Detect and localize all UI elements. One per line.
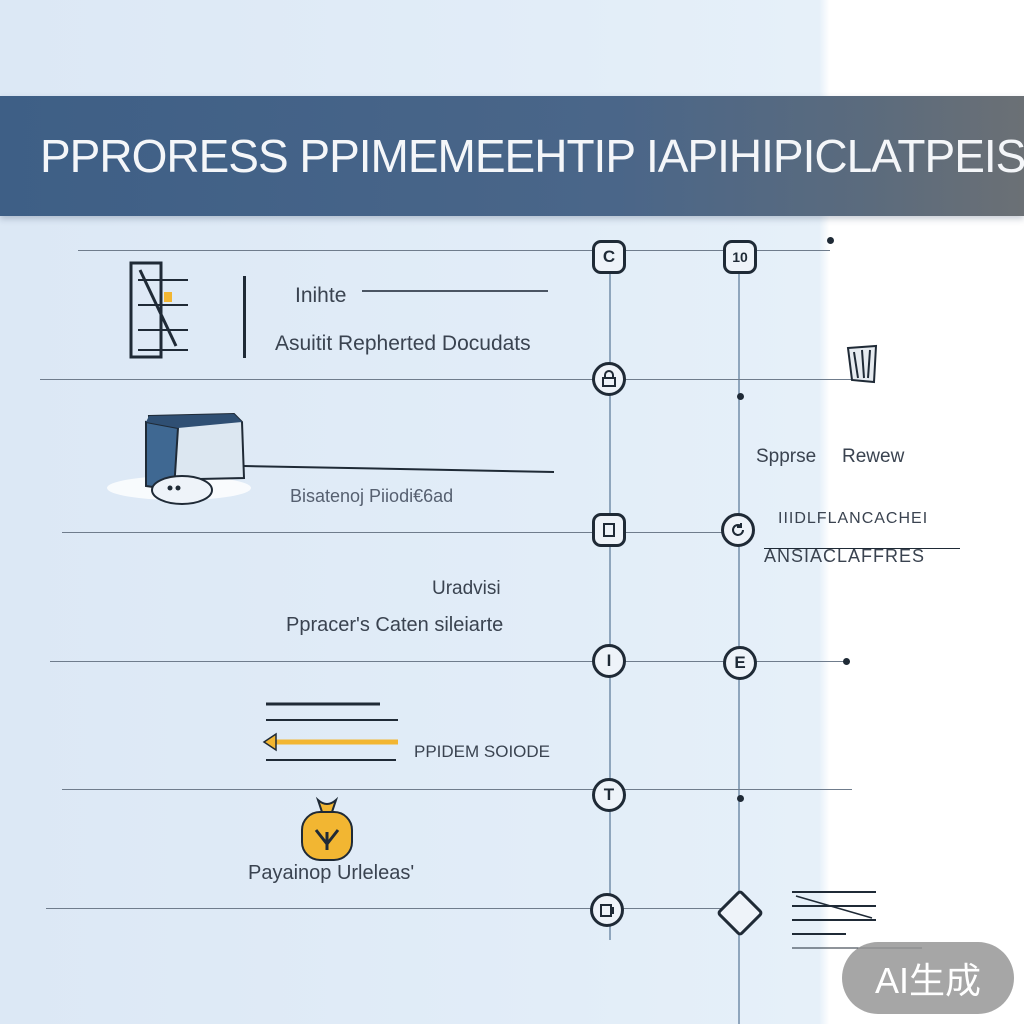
timeline-node-mug[interactable] [590,893,624,927]
row-divider-3 [62,532,722,533]
step3-right-underline [764,548,960,549]
step2-title: Bisatenoj Piiodi€6ad [290,486,454,506]
timeline-dot-2 [737,795,744,802]
step3-right-title: IIIDLFLANCACHEI [778,510,929,527]
timeline-node-refresh[interactable] [721,513,755,547]
step5-title: PPIDEM SOIODE [414,742,551,761]
document-icon [603,523,615,537]
timeline-node-4[interactable]: E [723,646,757,680]
timeline-node-3[interactable]: I [592,644,626,678]
step2-right-label-b: Rewew [842,446,905,467]
page-title: PPRORESS PPIMEMEEHTIP IAPIHIPICLATPEIS [40,130,1024,182]
step1-underline [362,290,548,292]
row-divider-4 [50,661,850,662]
timeline-node-1[interactable]: C [592,240,626,274]
timeline-dot-small-2 [827,237,834,244]
step4-title: Uradvisi [432,578,501,599]
pen-icon [846,344,878,384]
arrow-list-icon [262,702,398,761]
ai-generated-badge: AI生成 [842,942,1014,1014]
mug-icon [600,904,614,917]
timeline-node-2[interactable]: 10 [723,240,757,274]
timeline-node-diamond[interactable] [715,888,765,938]
timeline-node-doc[interactable] [592,513,626,547]
timeline-node-5[interactable]: T [592,778,626,812]
timeline-node-lock[interactable] [592,362,626,396]
step1-title: Inihte [295,284,347,307]
step4-description: Ppracer's Caten sileiarte [286,614,504,636]
timeline-axis-right [738,250,740,1024]
title-banner: PPRORESS PPIMEMEEHTIP IAPIHIPICLATPEIS [0,96,1024,216]
step3-right-description: ANSIACLAFFRES [764,546,926,566]
money-bag-icon [301,796,353,861]
lock-icon [602,370,616,387]
step1-description: Asuitit Repherted Docudats [275,332,531,355]
row1-separator [243,276,246,358]
refresh-icon [732,523,744,536]
row-divider-6 [46,908,746,909]
timeline-axis-left [609,250,611,940]
row-divider-2 [40,379,860,380]
row-divider-5 [62,789,852,790]
checklist-icon [129,261,188,359]
step6-title: Payainop Urleleas' [248,862,415,884]
timeline-dot-1 [737,393,744,400]
row-divider-1 [78,250,830,251]
timeline-dot-small-1 [843,658,850,665]
step2-right-label-a: Spprse [756,446,817,467]
folder-icon [107,412,555,505]
